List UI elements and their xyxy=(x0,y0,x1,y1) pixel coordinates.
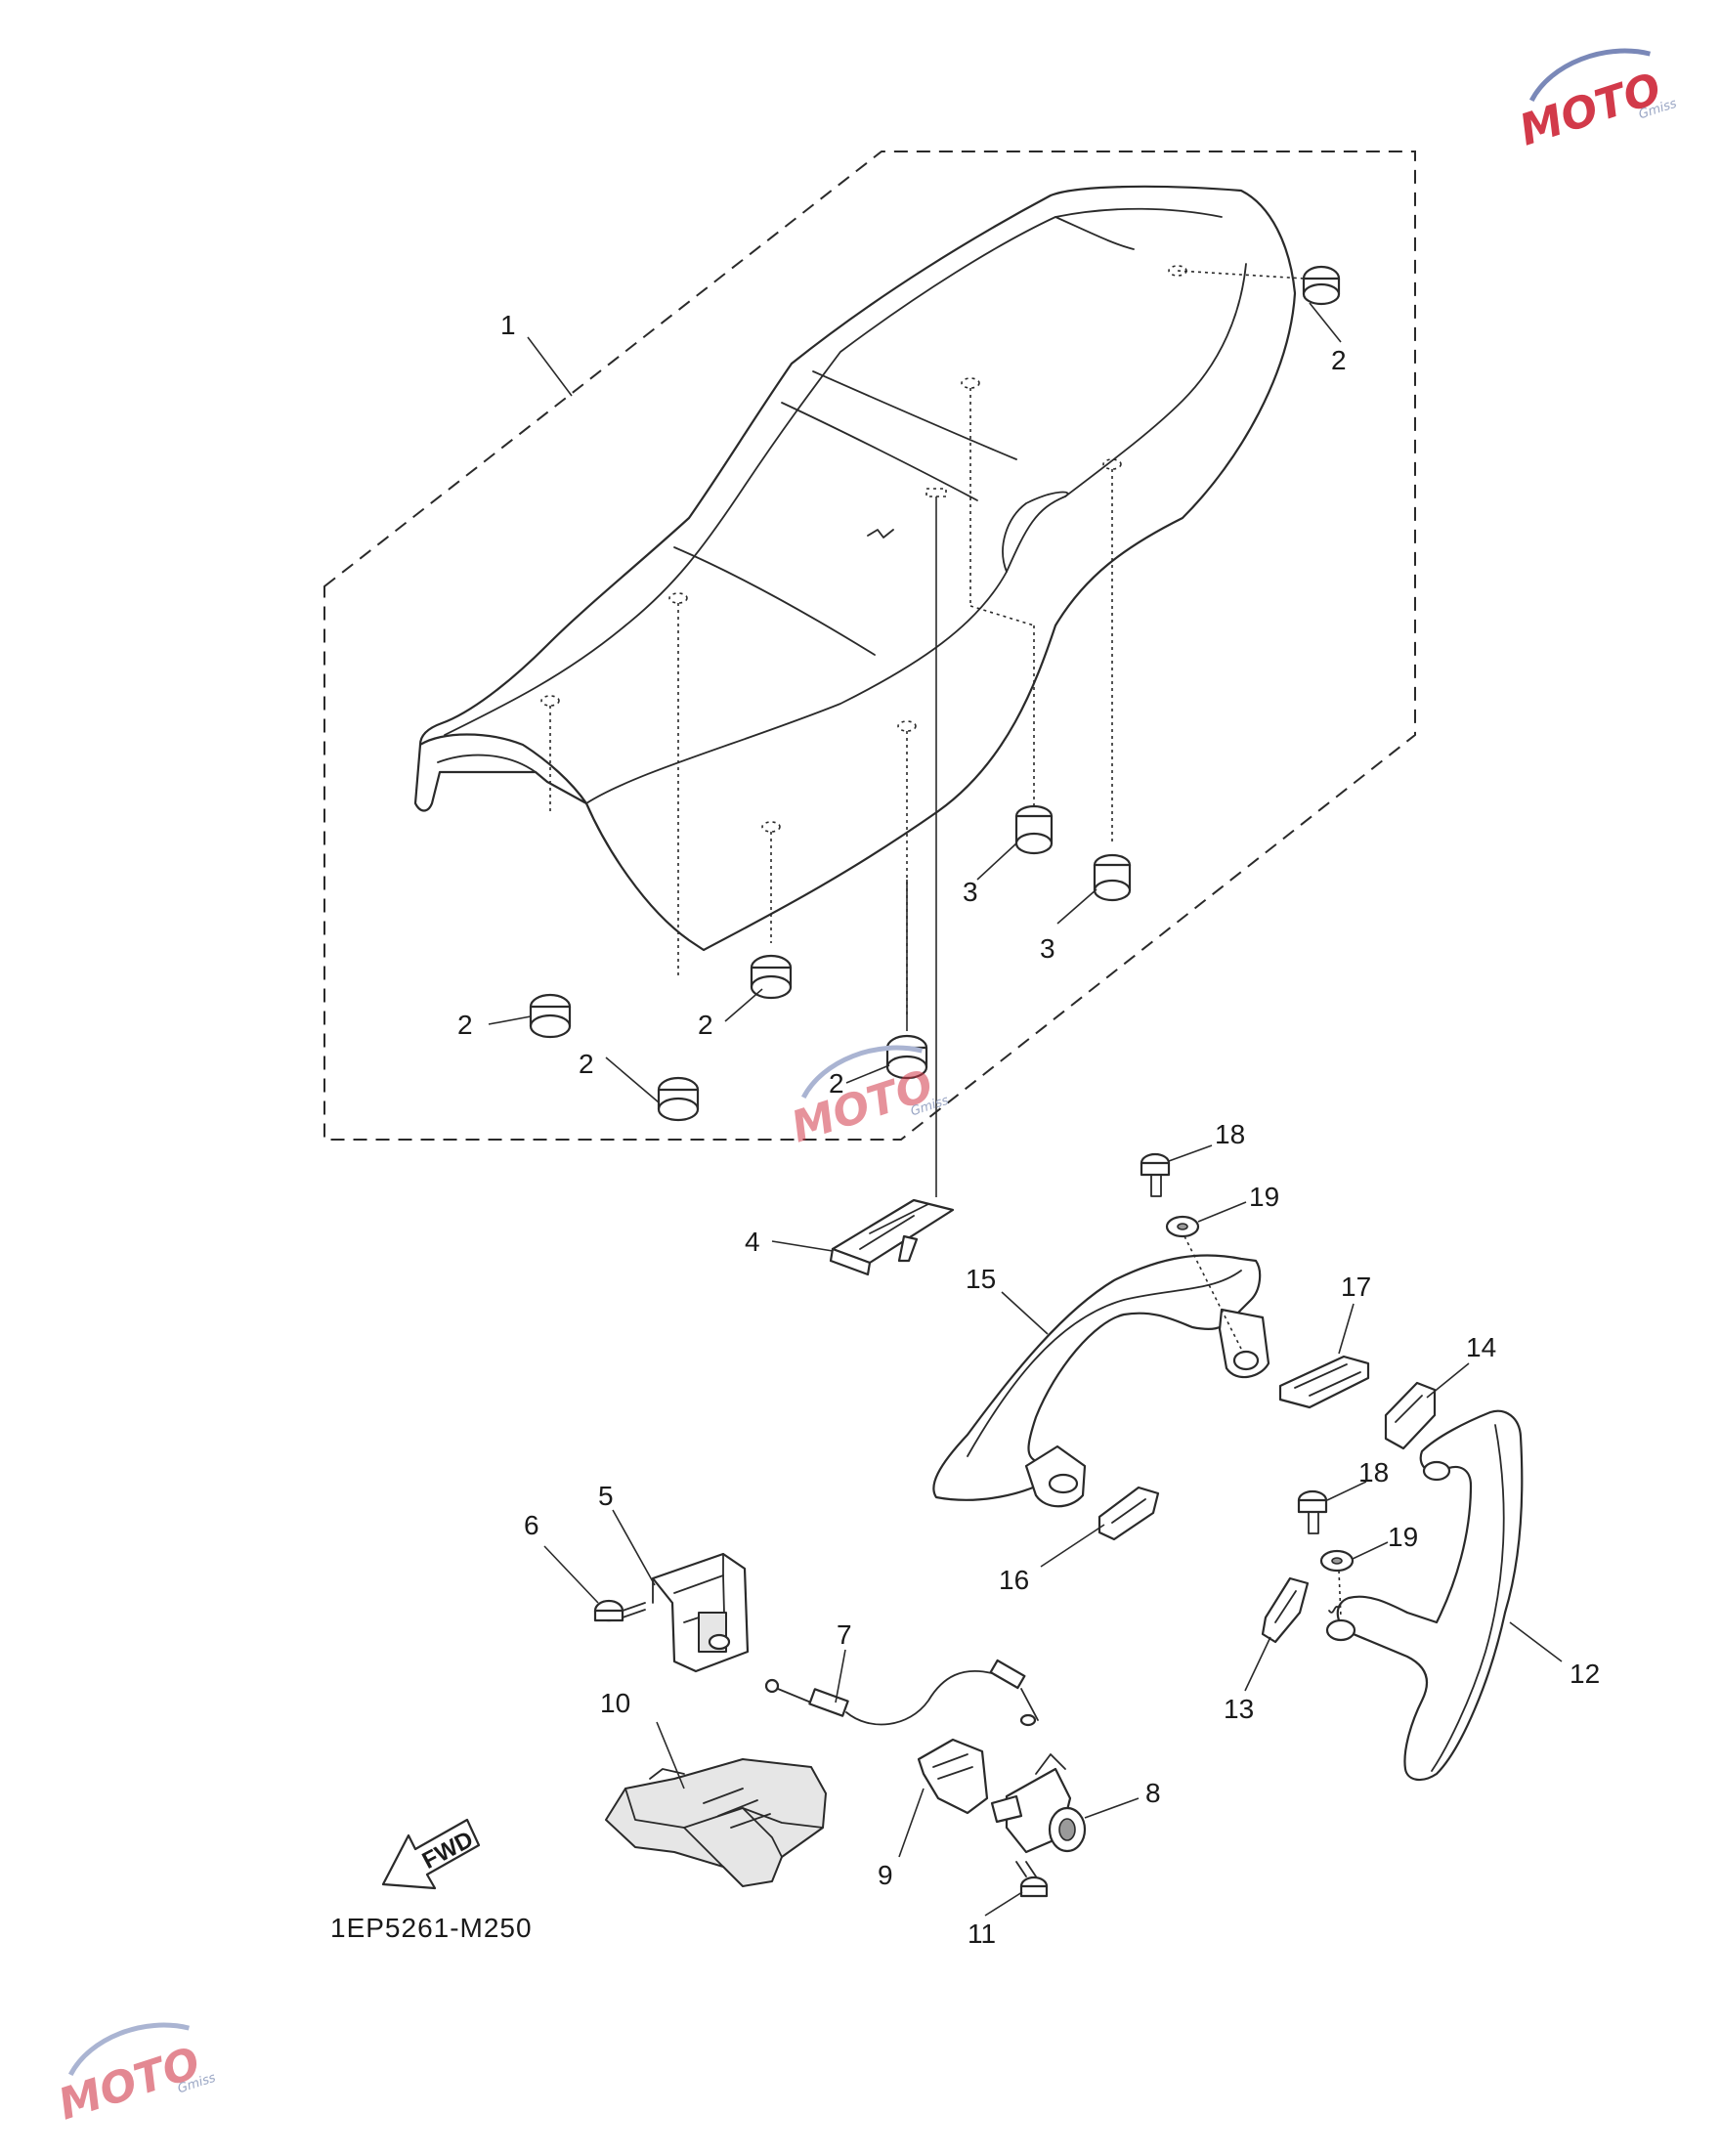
callout-8: 8 xyxy=(1145,1778,1161,1808)
forward-direction-arrow: FWD xyxy=(381,1818,481,1890)
callout-18: 18 xyxy=(1215,1119,1245,1149)
bolt-axis-line xyxy=(1338,1570,1342,1618)
callout-numbers: 1 2 2 2 2 2 3 3 4 5 6 7 8 9 10 11 12 13 … xyxy=(457,310,1600,1949)
seat-top-inner-edge xyxy=(444,207,1223,736)
callout-2: 2 xyxy=(829,1068,844,1099)
callout-17: 17 xyxy=(1341,1272,1371,1302)
callout-7: 7 xyxy=(837,1619,852,1650)
damper-tall-right[interactable] xyxy=(1093,853,1132,902)
callout-16: 16 xyxy=(999,1565,1029,1595)
seat-lock-cable-part-7[interactable] xyxy=(764,1659,1039,1727)
damper-icons xyxy=(529,265,1341,1122)
watermark-logo-top-right: MOTO Gmiss xyxy=(1514,48,1679,155)
callout-leaders xyxy=(488,302,1563,1917)
callout-19: 19 xyxy=(1388,1522,1418,1552)
mount-hole xyxy=(897,720,917,732)
callout-3: 3 xyxy=(963,877,978,907)
callout-12: 12 xyxy=(1570,1659,1600,1689)
damper-front-left[interactable] xyxy=(529,993,572,1039)
seat-side-seam xyxy=(585,496,1066,804)
callout-2: 2 xyxy=(698,1010,713,1040)
watermark-swoosh-icon xyxy=(1528,48,1651,103)
callout-4: 4 xyxy=(745,1227,760,1257)
callout-10: 10 xyxy=(600,1688,630,1718)
damper-rear-top[interactable] xyxy=(1302,265,1341,306)
cover-plate-part-17[interactable] xyxy=(1278,1355,1370,1409)
watermark-swoosh-icon xyxy=(800,1045,923,1100)
cover-plate-part-13[interactable] xyxy=(1261,1576,1310,1644)
lock-cylinder-part-8[interactable] xyxy=(990,1753,1087,1854)
bolt-part-18-upper[interactable] xyxy=(1140,1152,1171,1197)
grab-handle-part-12[interactable] xyxy=(1325,1409,1524,1782)
callout-9: 9 xyxy=(878,1860,893,1890)
screw-part-6[interactable] xyxy=(593,1599,646,1622)
mount-hole xyxy=(761,821,781,833)
projection-lines xyxy=(549,270,1306,1197)
washer-part-19-upper[interactable] xyxy=(1165,1215,1200,1238)
seat-seam-mid xyxy=(781,402,978,501)
seat-seam-rear xyxy=(812,370,1017,460)
grab-bar-part-15[interactable] xyxy=(932,1254,1270,1508)
callout-1: 1 xyxy=(500,310,516,340)
damper-front-mid[interactable] xyxy=(657,1076,700,1122)
damper-tall-left[interactable] xyxy=(1014,804,1054,855)
seat-lock-part-5[interactable] xyxy=(651,1552,750,1673)
bolt-axis-line xyxy=(1183,1235,1242,1350)
lock-bracket-part-9[interactable] xyxy=(917,1738,989,1815)
seat-assembly-boundary xyxy=(323,151,1416,1141)
seat-step-curve xyxy=(1002,491,1069,573)
storage-tray-part-10[interactable] xyxy=(605,1758,827,1887)
callout-2: 2 xyxy=(457,1010,473,1040)
callout-18: 18 xyxy=(1358,1457,1389,1488)
callout-13: 13 xyxy=(1224,1694,1254,1724)
callout-15: 15 xyxy=(966,1264,996,1294)
seat-rear-side-seam xyxy=(1064,263,1247,497)
seat-seam-front xyxy=(673,546,876,656)
seat-front-lip xyxy=(413,743,588,812)
cover-plate-part-16[interactable] xyxy=(1097,1486,1160,1541)
callout-14: 14 xyxy=(1466,1332,1496,1362)
seat-seam-pillion xyxy=(1054,216,1135,250)
seat-part-1[interactable] xyxy=(413,185,1297,952)
callout-3: 3 xyxy=(1040,933,1055,964)
seat-mark-symbol xyxy=(867,529,894,539)
cover-plate-part-14[interactable] xyxy=(1384,1381,1437,1450)
watermark-swoosh-icon xyxy=(67,2022,190,2077)
diagram-reference-code: 1EP5261-M250 xyxy=(330,1913,533,1943)
mount-hole xyxy=(540,695,560,707)
screw-part-11[interactable] xyxy=(1015,1861,1049,1898)
damper-mid[interactable] xyxy=(750,954,793,1000)
seat-hook-part-4[interactable] xyxy=(829,1198,955,1276)
seat-front-inner xyxy=(437,754,537,773)
callout-11: 11 xyxy=(968,1919,996,1949)
callout-2: 2 xyxy=(579,1049,594,1079)
watermark-logo-bottom-left: MOTO Gmiss xyxy=(53,2022,218,2130)
callout-19: 19 xyxy=(1249,1182,1279,1212)
seat-outline xyxy=(418,185,1297,952)
callout-6: 6 xyxy=(524,1510,539,1540)
callout-2: 2 xyxy=(1331,345,1347,375)
mount-hole xyxy=(961,377,980,389)
mount-hole xyxy=(1102,458,1122,470)
bolt-part-18-lower[interactable] xyxy=(1297,1489,1328,1534)
callout-5: 5 xyxy=(598,1481,614,1511)
washer-part-19-lower[interactable] xyxy=(1319,1549,1355,1573)
mount-hole xyxy=(668,592,688,604)
